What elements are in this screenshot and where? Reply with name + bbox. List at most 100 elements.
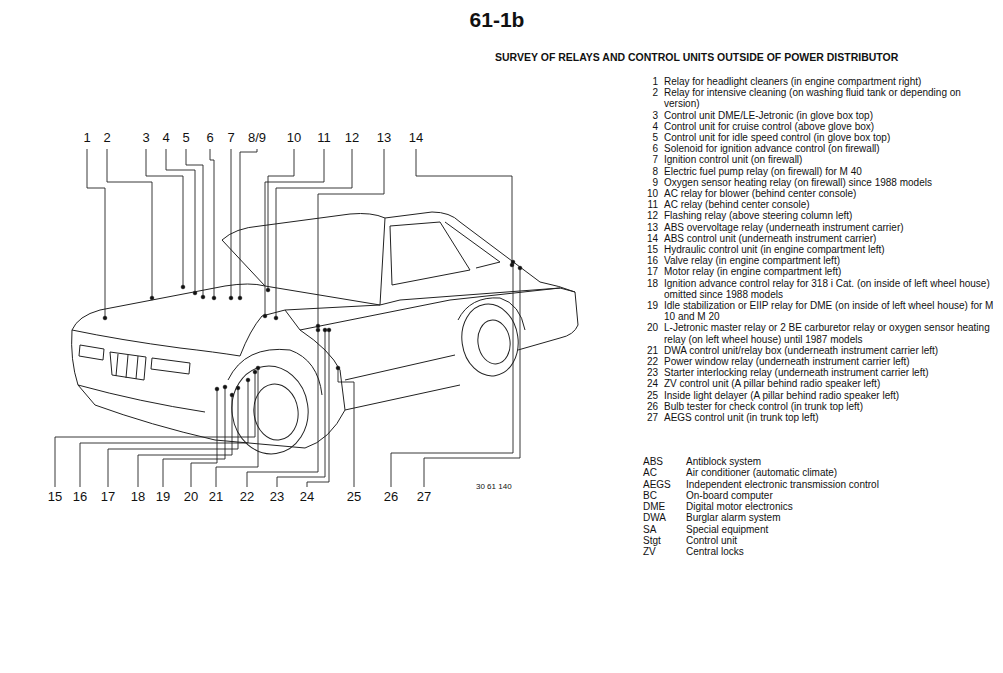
item-number: 15: [640, 244, 664, 255]
list-row: 13ABS overvoltage relay (underneath inst…: [640, 222, 996, 233]
item-description: Oxygen sensor heating relay (on firewall…: [664, 177, 996, 188]
list-row: 12Flashing relay (above steering column …: [640, 210, 996, 221]
item-number: 14: [640, 233, 664, 244]
item-description: Motor relay (in engine compartment left): [664, 266, 996, 277]
abbreviation-row: DWABurglar alarm system: [643, 512, 879, 523]
list-row: 26Bulb tester for check control (in trun…: [640, 401, 996, 412]
item-description: Solenoid for ignition advance control (o…: [664, 143, 996, 154]
callout-number: 12: [345, 131, 359, 145]
callout-number: 3: [142, 131, 149, 145]
abbreviation-row: SASpecial equipment: [643, 524, 879, 535]
item-number: 22: [640, 356, 664, 367]
item-description: Inside light delayer (A pillar behind ra…: [664, 390, 996, 401]
callout-number: 14: [409, 131, 423, 145]
abbreviation-row: DMEDigital motor electronics: [643, 501, 879, 512]
connection-dot: [263, 314, 267, 318]
item-number: 8: [640, 166, 664, 177]
abbreviation: DME: [643, 501, 686, 512]
connection-dot: [316, 328, 320, 332]
item-number: 17: [640, 266, 664, 277]
connection-dot: [193, 291, 197, 295]
item-number: 23: [640, 367, 664, 378]
item-description: ZV control unit (A pillar behind radio s…: [664, 378, 996, 389]
item-description: Relay for intensive cleaning (on washing…: [664, 87, 996, 109]
callout-number: 15: [48, 490, 62, 504]
connection-dot: [223, 385, 227, 389]
leader-line: [338, 368, 354, 487]
list-row: 25Inside light delayer (A pillar behind …: [640, 390, 996, 401]
connection-dot: [229, 296, 233, 300]
callout-number: 24: [300, 490, 314, 504]
abbreviation-row: StgtControl unit: [643, 535, 879, 546]
abbreviation-row: ABSAntiblock system: [643, 456, 879, 467]
item-number: 2: [640, 87, 664, 109]
abbreviation-meaning: Central locks: [686, 546, 879, 557]
item-description: Control unit for idle speed control (in …: [664, 132, 996, 143]
connection-dot: [103, 316, 107, 320]
item-description: ABS overvoltage relay (underneath instru…: [664, 222, 996, 233]
connection-dot: [238, 296, 242, 300]
abbreviation-meaning: Air conditioner (automatic climate): [686, 467, 879, 478]
callout-number: 22: [240, 490, 254, 504]
callout-number: 20: [184, 490, 198, 504]
callout-number: 10: [287, 131, 301, 145]
list-row: 27AEGS control unit (in trunk top left): [640, 412, 996, 423]
list-row: 4Control unit for cruise control (above …: [640, 121, 996, 132]
item-description: ABS control unit (underneath instrument …: [664, 233, 996, 244]
abbreviation: ZV: [643, 546, 686, 557]
list-row: 17Motor relay (in engine compartment lef…: [640, 266, 996, 277]
connection-dot: [246, 378, 250, 382]
connection-dot: [511, 260, 515, 264]
connection-dot: [327, 328, 331, 332]
callout-number: 17: [101, 490, 115, 504]
callout-number: 19: [156, 490, 170, 504]
leader-line: [318, 149, 384, 326]
callout-number: 26: [384, 490, 398, 504]
callout-number: 6: [206, 131, 213, 145]
connection-dot: [150, 296, 154, 300]
connection-dot: [230, 393, 234, 397]
item-number: 16: [640, 255, 664, 266]
callout-number: 1: [83, 131, 90, 145]
connection-dot: [323, 328, 327, 332]
page-title: 61-1b: [470, 8, 525, 31]
item-number: 24: [640, 378, 664, 389]
list-row: 14ABS control unit (underneath instrumen…: [640, 233, 996, 244]
abbreviation: SA: [643, 524, 686, 535]
item-description: Control unit for cruise control (above g…: [664, 121, 996, 132]
leader-line: [231, 149, 232, 298]
item-number: 7: [640, 154, 664, 165]
item-number: 4: [640, 121, 664, 132]
abbreviation-meaning: On-board computer: [686, 490, 879, 501]
abbreviation: DWA: [643, 512, 686, 523]
callout-number: 23: [270, 490, 284, 504]
list-row: 5Control unit for idle speed control (in…: [640, 132, 996, 143]
abbreviation-meaning: Burglar alarm system: [686, 512, 879, 523]
item-number: 6: [640, 143, 664, 154]
list-row: 7Ignition control unit (on firewall): [640, 154, 996, 165]
list-row: 2Relay for intensive cleaning (on washin…: [640, 87, 996, 109]
item-number: 1: [640, 76, 664, 87]
connection-dot: [181, 285, 185, 289]
item-number: 20: [640, 322, 664, 344]
callout-number: 11: [317, 131, 331, 145]
leader-lines: [55, 149, 522, 487]
item-number: 5: [640, 132, 664, 143]
item-number: 26: [640, 401, 664, 412]
callout-number: 8/9: [248, 131, 266, 145]
item-description: Valve relay (in engine compartment left): [664, 255, 996, 266]
item-number: 3: [640, 110, 664, 121]
item-number: 11: [640, 199, 664, 210]
connection-dot: [518, 266, 522, 270]
leader-line: [276, 149, 352, 318]
item-description: Bulb tester for check control (in trunk …: [664, 401, 996, 412]
callout-number: 5: [182, 131, 189, 145]
list-row: 15Hydraulic control unit (in engine comp…: [640, 244, 996, 255]
abbreviation-meaning: Control unit: [686, 535, 879, 546]
abbreviation-meaning: Independent electronic transmission cont…: [686, 479, 879, 490]
leader-line: [247, 330, 318, 487]
list-row: 22Power window relay (underneath instrum…: [640, 356, 996, 367]
connection-dot: [201, 295, 205, 299]
callout-number: 25: [347, 490, 361, 504]
abbreviation: AEGS: [643, 479, 686, 490]
